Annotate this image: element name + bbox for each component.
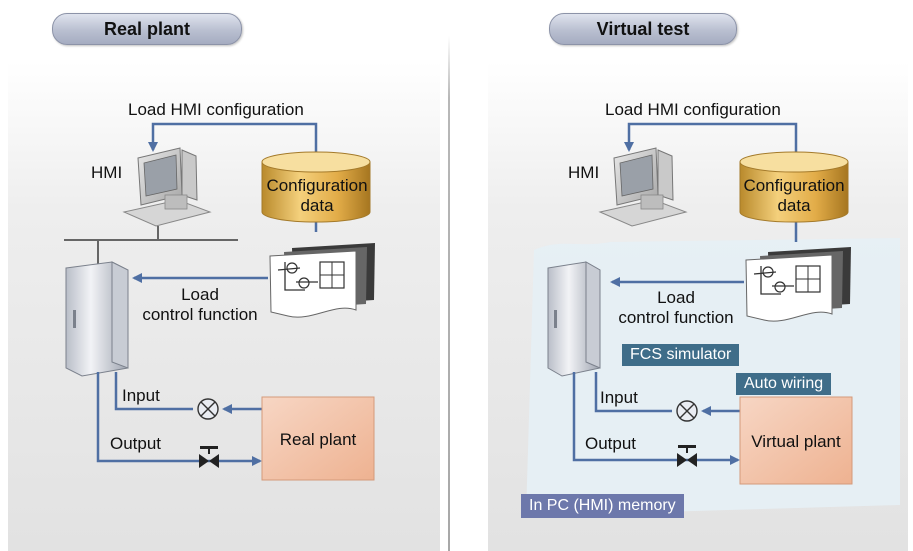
hmi-label-virtual: HMI <box>568 163 600 182</box>
valve-icon <box>199 446 219 468</box>
virtual-test-title: Virtual test <box>549 13 737 45</box>
load-control-function-label: Load control function <box>130 285 270 325</box>
load-line: Load <box>181 285 219 304</box>
database-icon <box>739 151 849 223</box>
load-line: Load <box>657 288 695 307</box>
function-diagram-icon <box>269 243 375 318</box>
load-hmi-label-virtual: Load HMI configuration <box>605 100 781 119</box>
real-plant-box <box>261 396 375 481</box>
input-line <box>114 372 193 411</box>
virtual-plant-box-label: Virtual plant <box>751 432 841 451</box>
sensor-icon <box>676 400 698 422</box>
left-diagram <box>64 122 375 481</box>
input-label: Input <box>122 386 160 405</box>
load-hmi-label: Load HMI configuration <box>128 100 304 119</box>
computer-icon <box>598 147 688 227</box>
output-label-virtual: Output <box>585 434 637 453</box>
configuration-line: Configuration <box>743 176 845 195</box>
valve-icon <box>677 445 697 467</box>
load-control-function-label-virtual: Load control function <box>606 288 746 328</box>
auto-wiring-label: Auto wiring <box>736 373 832 395</box>
right-diagram <box>547 122 853 485</box>
computer-icon <box>122 147 212 227</box>
database-icon <box>261 151 371 223</box>
configuration-data-label-virtual: Configuration data <box>733 176 855 216</box>
fcs-simulator-label: FCS simulator <box>622 344 740 366</box>
hmi-label: HMI <box>91 163 123 182</box>
virtual-plant-box <box>739 396 853 485</box>
data-line: data <box>777 196 811 215</box>
controller-cabinet-icon <box>65 261 129 377</box>
panel-divider <box>448 36 450 551</box>
real-plant-box-label: Real plant <box>279 430 357 449</box>
real-plant-title: Real plant <box>52 13 242 45</box>
control-function-line: control function <box>142 305 258 324</box>
output-label: Output <box>110 434 162 453</box>
data-line: data <box>300 196 334 215</box>
input-label-virtual: Input <box>600 388 638 407</box>
input-line-virtual <box>594 372 672 413</box>
controller-cabinet-icon <box>547 261 601 377</box>
memory-label: In PC (HMI) memory <box>521 494 684 518</box>
function-diagram-icon <box>745 247 851 322</box>
sensor-icon <box>197 398 219 420</box>
control-function-line: control function <box>618 308 734 327</box>
configuration-line: Configuration <box>266 176 368 195</box>
configuration-data-label: Configuration data <box>256 176 378 216</box>
